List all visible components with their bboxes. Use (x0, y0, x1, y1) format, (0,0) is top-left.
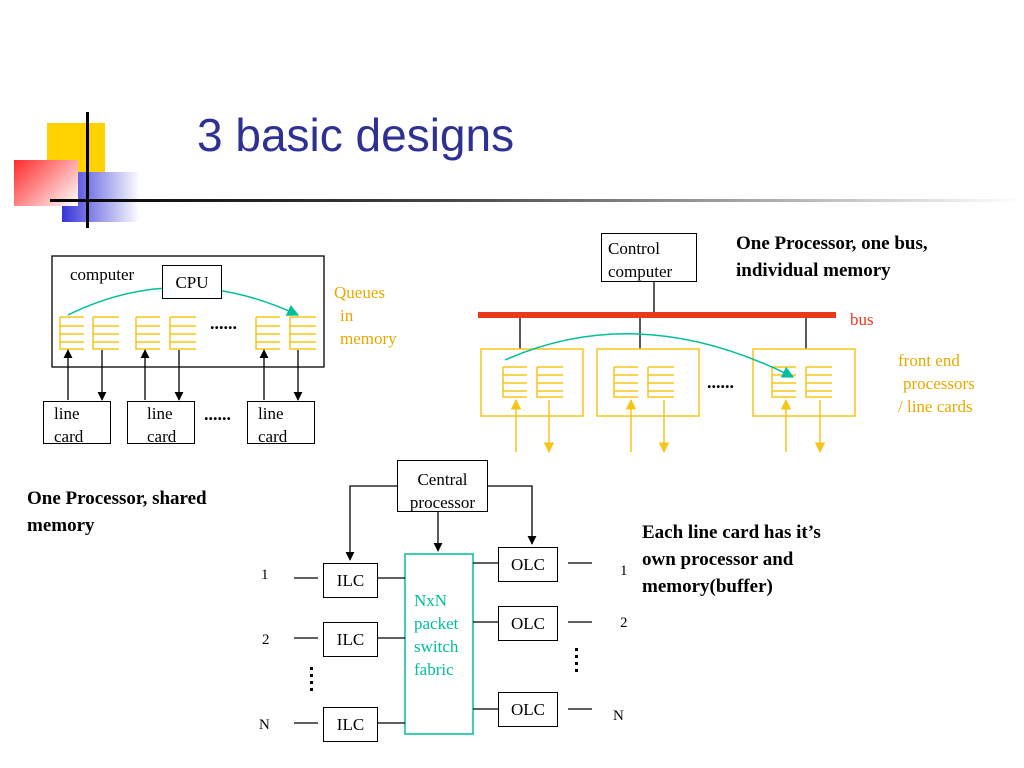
central-processor-box: Central processor (397, 460, 488, 512)
queues-label: Queues in memory (334, 283, 397, 348)
queue-icon (647, 366, 674, 398)
queue-icon (59, 316, 84, 350)
queue-icon (502, 366, 527, 398)
input-port-number: 2 (262, 632, 270, 648)
line-card-box: line card (247, 401, 315, 446)
queue-icon (771, 366, 796, 398)
line-card-arrows (63, 349, 303, 401)
output-port-number: N (613, 708, 624, 724)
front-end-label: front end processors / line cards (898, 351, 975, 416)
title-underline (50, 199, 1024, 202)
output-port-number: 2 (620, 615, 628, 631)
front-end-card (596, 348, 700, 417)
central-processor-links (345, 485, 537, 561)
olc-box: OLC (498, 547, 558, 582)
cpu-box: CPU (162, 265, 222, 299)
line-card-ellipsis: ...... (204, 404, 231, 424)
input-port-number: 1 (261, 567, 269, 583)
output-port-number: 1 (620, 563, 628, 579)
front-end-card (480, 348, 584, 417)
queue-icon (536, 366, 563, 398)
queue-icon (92, 316, 119, 350)
logo-vertical-line (86, 112, 89, 228)
design3-caption: Each line card has it’s own processor an… (642, 522, 821, 597)
port-links (294, 562, 592, 724)
front-end-card (752, 348, 856, 417)
design1-caption: One Processor, shared memory (27, 488, 207, 536)
cpu-label: CPU (175, 273, 209, 292)
queue-icon (289, 316, 316, 350)
queue-icon (805, 366, 832, 398)
switch-fabric-box (404, 553, 474, 735)
olc-box: OLC (498, 606, 558, 641)
slide-title: 3 basic designs (197, 109, 515, 161)
bus-label: bus (850, 310, 874, 329)
bus-transfer-arrow (504, 332, 795, 378)
queue-icon (613, 366, 638, 398)
input-port-number: N (259, 717, 270, 733)
control-computer-box: Control computer (601, 233, 697, 282)
computer-label: computer (70, 265, 135, 284)
front-end-io-arrows (510, 398, 826, 454)
ilc-box: ILC (323, 563, 378, 598)
switch-fabric-label: NxN packet switch fabric (414, 591, 459, 679)
logo-red-square (14, 160, 78, 206)
front-end-ellipsis: ...... (707, 372, 734, 392)
queues-ellipsis: ...... (210, 313, 237, 333)
olc-box: OLC (498, 692, 558, 727)
queue-icon (255, 316, 280, 350)
vertical-ellipsis-icon (575, 648, 578, 672)
queue-icon (169, 316, 196, 350)
line-card-box: line card (127, 401, 195, 446)
ilc-box: ILC (323, 622, 378, 657)
design2-caption: One Processor, one bus, individual memor… (736, 233, 928, 281)
vertical-ellipsis-icon (310, 667, 313, 691)
front-end-cards (480, 348, 856, 417)
line-card-box: line card (43, 401, 111, 446)
shared-memory-queues (59, 316, 316, 350)
ilc-box: ILC (323, 707, 378, 742)
computer-box (51, 255, 325, 368)
queue-icon (135, 316, 160, 350)
